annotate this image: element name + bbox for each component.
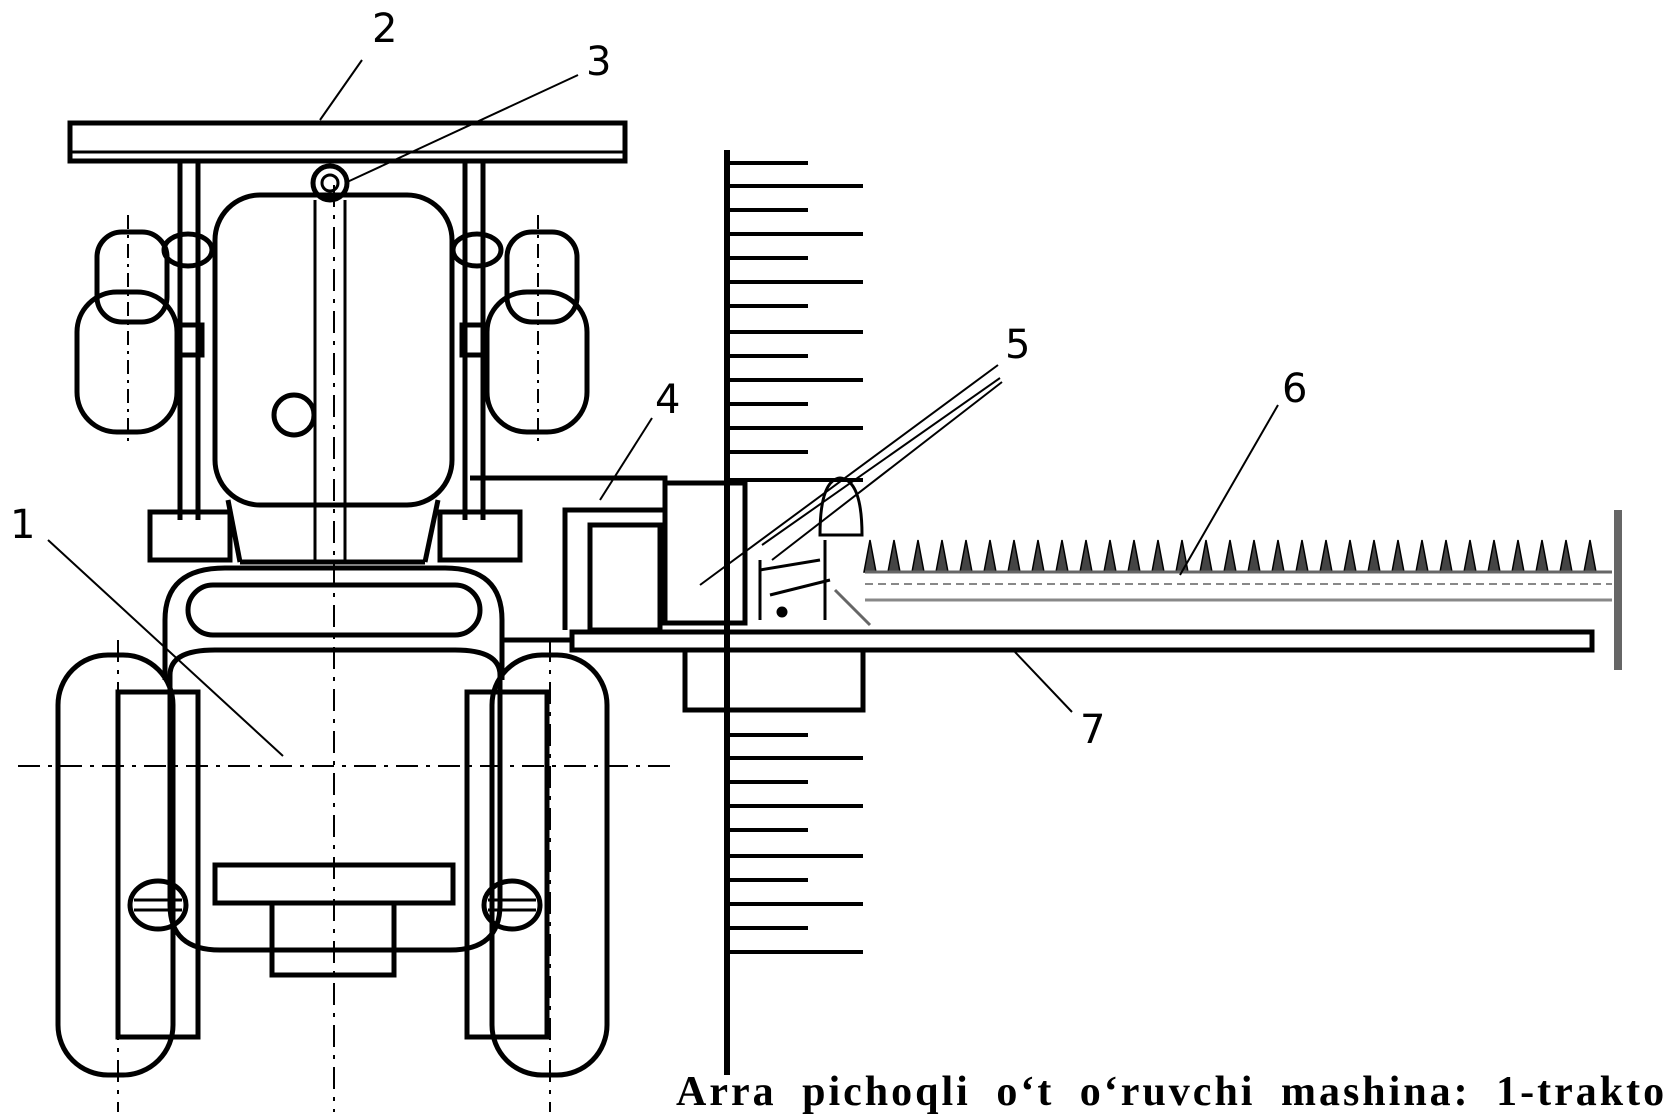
figure-caption: Arra pichoqli o‘t o‘ruvchi mashina: 1-tr… bbox=[676, 1069, 1667, 1115]
saw-tooth bbox=[1583, 539, 1597, 573]
saw-tooth bbox=[1343, 539, 1357, 573]
tractor-hood bbox=[147, 192, 523, 565]
saw-tooth bbox=[1463, 539, 1477, 573]
callout-7: 7 bbox=[1080, 707, 1105, 753]
support-bar bbox=[569, 629, 1595, 653]
saw-tooth bbox=[863, 539, 877, 573]
drive-box bbox=[758, 476, 864, 620]
callout-1: 1 bbox=[10, 502, 35, 548]
saw-tooth bbox=[959, 539, 973, 573]
saw-tooth bbox=[1367, 539, 1381, 573]
saw-tooth bbox=[887, 539, 901, 573]
mower-frame bbox=[470, 475, 866, 713]
front-wheels bbox=[74, 215, 590, 445]
saw-tooth bbox=[1439, 539, 1453, 573]
saw-tooth bbox=[1031, 539, 1045, 573]
saw-tooth bbox=[935, 539, 949, 573]
callout-3: 3 bbox=[586, 39, 611, 85]
saw-tooth bbox=[1559, 539, 1573, 573]
saw-tooth bbox=[1319, 539, 1333, 573]
saw-tooth bbox=[1223, 539, 1237, 573]
callout-5: 5 bbox=[1005, 322, 1030, 368]
saw-tooth bbox=[1487, 539, 1501, 573]
saw-tooth bbox=[1127, 539, 1141, 573]
mower-diagram: 1 2 3 4 5 6 7 bbox=[10, 6, 1622, 1112]
saw-tooth bbox=[1007, 539, 1021, 573]
front-beam bbox=[67, 120, 628, 520]
saw-tooth bbox=[1247, 539, 1261, 573]
leader-lines bbox=[47, 59, 1279, 757]
cutter-bar bbox=[833, 510, 1622, 670]
saw-tooth bbox=[1535, 539, 1549, 573]
saw-tooth bbox=[1271, 539, 1285, 573]
saw-tooth bbox=[1391, 539, 1405, 573]
saw-tooth bbox=[1151, 539, 1165, 573]
saw-tooth bbox=[1199, 539, 1213, 573]
saw-tooth bbox=[983, 539, 997, 573]
saw-tooth bbox=[1295, 539, 1309, 573]
centerlines bbox=[18, 185, 672, 1112]
plant-row bbox=[724, 150, 863, 1075]
saw-tooth bbox=[1175, 539, 1189, 573]
callout-4: 4 bbox=[655, 377, 680, 423]
callout-2: 2 bbox=[372, 6, 397, 52]
callout-6: 6 bbox=[1282, 366, 1307, 412]
saw-tooth bbox=[1103, 539, 1117, 573]
saw-tooth bbox=[1415, 539, 1429, 573]
callout-labels: 1 2 3 4 5 6 7 bbox=[10, 6, 1307, 753]
saw-tooth bbox=[1055, 539, 1069, 573]
saw-tooth bbox=[1079, 539, 1093, 573]
saw-tooth bbox=[1511, 539, 1525, 573]
saw-tooth bbox=[911, 539, 925, 573]
